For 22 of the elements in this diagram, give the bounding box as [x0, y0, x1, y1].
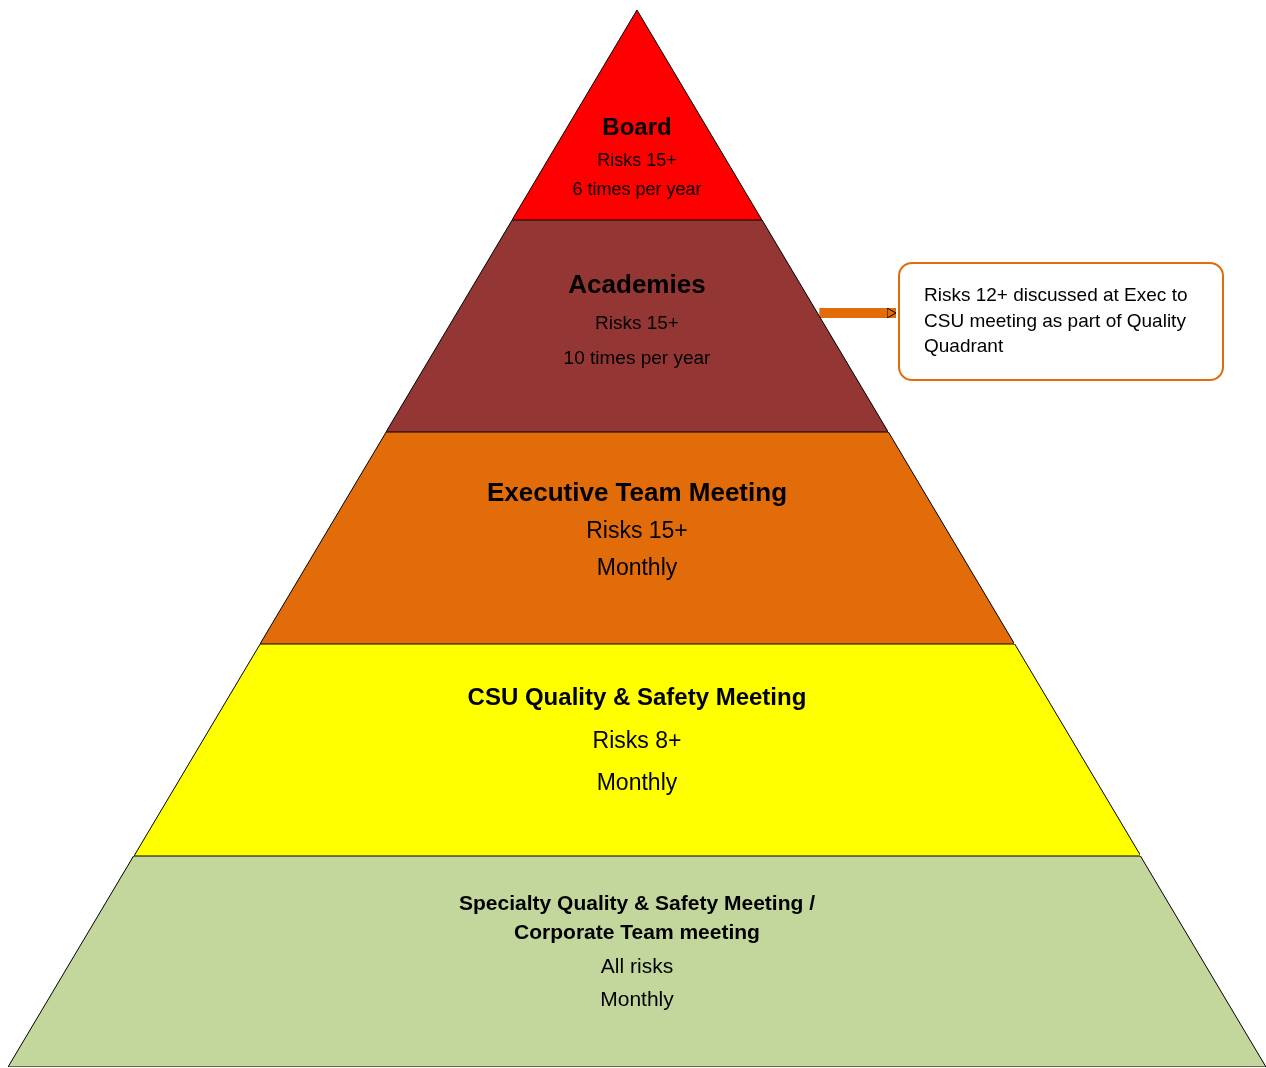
tier-heading: Executive Team Meeting	[486, 476, 788, 509]
pyramid-tier	[8, 856, 1266, 1067]
tier-text: All risks	[600, 952, 674, 979]
tier-text: 6 times per year	[572, 177, 702, 201]
tier-heading: Academies	[568, 268, 706, 301]
tier-text: 10 times per year	[563, 346, 711, 370]
tier-text: Monthly	[596, 767, 678, 797]
tier-text: Risks 8+	[592, 725, 682, 755]
arrow	[819, 307, 897, 319]
tier-text: Risks 15+	[586, 516, 688, 546]
tier-heading: CSU Quality & Safety Meeting	[467, 682, 807, 712]
pyramid-tier	[385, 220, 889, 432]
tier-text: Risks 15+	[595, 311, 679, 336]
tier-text: Monthly	[596, 552, 678, 582]
tier-heading: Specialty Quality & Safety Meeting / Corporate Team meeting	[458, 890, 816, 946]
tier-text: Monthly	[600, 986, 674, 1013]
tier-text: Risks 15+	[597, 148, 677, 172]
tier-heading: Board	[602, 112, 672, 142]
pyramid-tier	[133, 644, 1141, 856]
note-box	[898, 262, 1224, 381]
pyramid-tier	[259, 432, 1015, 644]
note-text: Risks 12+ discussed at Exec to CSU meeting as part of Quality Quadrant	[924, 284, 1188, 357]
